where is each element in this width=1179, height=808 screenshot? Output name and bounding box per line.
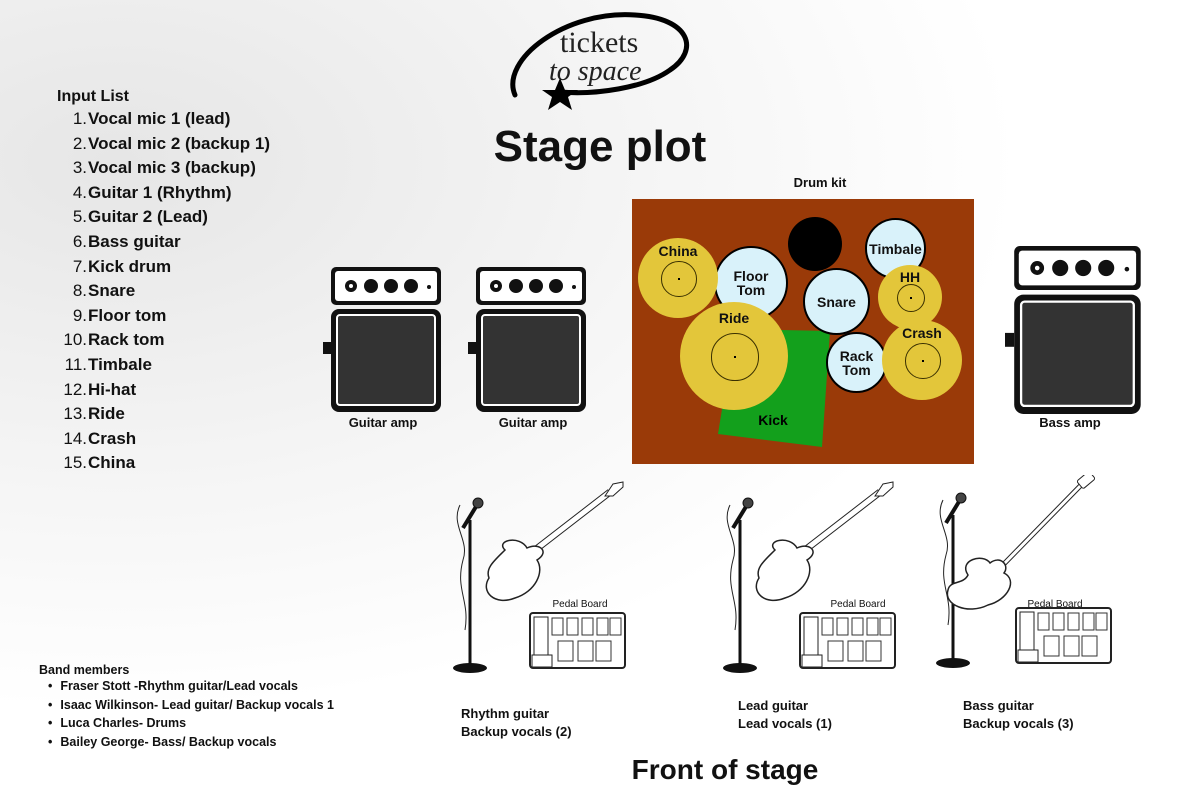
input-label: Vocal mic 3 (backup) xyxy=(88,158,256,178)
crash-cymbal: Crash xyxy=(882,320,962,400)
input-label: Guitar 1 (Rhythm) xyxy=(88,182,232,202)
pedal-board-label: Pedal Board xyxy=(552,599,608,610)
snare: Snare xyxy=(803,268,870,335)
hh-label: HH xyxy=(899,269,921,286)
hi-hat: HH xyxy=(878,265,942,329)
input-number: 6. xyxy=(72,231,87,251)
rhythm-guitar-position xyxy=(445,480,635,675)
svg-text:to space: to space xyxy=(549,56,642,87)
page-title: Stage plot xyxy=(493,122,707,171)
bass-amp xyxy=(1005,246,1143,414)
input-number: 14. xyxy=(63,428,87,448)
input-list-item: 1.Vocal mic 1 (lead) xyxy=(57,109,270,134)
lead-guitar-position xyxy=(715,480,905,675)
role-line: Bass guitar xyxy=(963,698,1034,713)
pedal-board-label: Pedal Board xyxy=(1027,599,1083,610)
input-list-item: 12.Hi-hat xyxy=(57,380,270,405)
input-number: 4. xyxy=(72,182,87,202)
input-label: Snare xyxy=(88,281,136,301)
band-member: Luca Charles- Drums xyxy=(48,716,334,735)
input-number: 2. xyxy=(72,133,87,153)
floor-tom-label: Floor Tom xyxy=(733,268,769,298)
svg-text:tickets: tickets xyxy=(560,26,638,59)
input-label: Kick drum xyxy=(88,256,172,276)
role-line: Backup vocals (3) xyxy=(963,716,1074,731)
input-list-item: 9.Floor tom xyxy=(57,306,270,331)
role-line: Rhythm guitar xyxy=(461,706,550,721)
input-label: Guitar 2 (Lead) xyxy=(88,207,208,227)
input-number: 5. xyxy=(72,207,87,227)
bass-guitar-position xyxy=(928,471,1118,675)
input-list-item: 7.Kick drum xyxy=(57,257,270,282)
band-members-heading: Band members xyxy=(39,663,130,677)
input-number: 15. xyxy=(63,453,87,473)
role-line: Lead guitar xyxy=(738,698,809,713)
input-list-item: 2.Vocal mic 2 (backup 1) xyxy=(57,134,270,159)
input-number: 3. xyxy=(72,158,87,178)
input-number: 1. xyxy=(72,109,87,128)
input-number: 7. xyxy=(72,256,87,276)
input-list-item: 10.Rack tom xyxy=(57,330,270,355)
input-list-item: 11.Timbale xyxy=(57,355,270,380)
bass-amp-label: Bass amp xyxy=(1039,415,1101,430)
input-list-item: 14.Crash xyxy=(57,429,270,454)
input-list-item: 13.Ride xyxy=(57,404,270,429)
role-line: Backup vocals (2) xyxy=(461,724,572,739)
band-member: Bailey George- Bass/ Backup vocals xyxy=(48,735,334,754)
input-number: 11. xyxy=(64,354,87,374)
snare-label: Snare xyxy=(817,293,856,310)
input-label: Vocal mic 1 (lead) xyxy=(88,109,231,128)
input-number: 10. xyxy=(63,330,87,350)
input-list-item: 6.Bass guitar xyxy=(57,232,270,257)
guitar-amp-1 xyxy=(323,267,443,412)
kick-label: Kick xyxy=(758,412,788,428)
input-label: Floor tom xyxy=(88,305,167,325)
guitar-amp-2 xyxy=(468,267,588,412)
ride-cymbal: Ride xyxy=(680,302,788,410)
timbale-label: Timbale xyxy=(869,240,922,257)
input-label: China xyxy=(88,453,136,473)
drum-kit-label: Drum kit xyxy=(793,175,847,190)
input-list-heading: Input List xyxy=(57,88,129,105)
input-label: Crash xyxy=(88,428,137,448)
input-number: 8. xyxy=(72,281,87,301)
rack-tom-label: Rack Tom xyxy=(839,347,874,378)
input-label: Hi-hat xyxy=(88,379,137,399)
input-label: Vocal mic 2 (backup 1) xyxy=(88,133,271,153)
pedal-board-label: Pedal Board xyxy=(830,599,886,610)
input-label: Bass guitar xyxy=(88,231,181,251)
crash-label: Crash xyxy=(902,325,942,342)
input-label: Timbale xyxy=(88,354,152,374)
input-list-item: 3.Vocal mic 3 (backup) xyxy=(57,158,270,183)
band-member: Fraser Stott -Rhythm guitar/Lead vocals xyxy=(48,679,334,698)
china-label: China xyxy=(658,243,698,260)
tickets-to-space-logo: tickets to space xyxy=(505,0,695,118)
drum-kit-riser: Kick Timbale Floor Tom China Snare HH Ri… xyxy=(632,199,974,464)
input-number: 13. xyxy=(63,404,87,424)
input-label: Ride xyxy=(88,404,125,424)
input-list-item: 8.Snare xyxy=(57,281,270,306)
input-list-item: 4.Guitar 1 (Rhythm) xyxy=(57,183,270,208)
input-number: 12. xyxy=(63,379,87,399)
front-of-stage-label: Front of stage xyxy=(631,754,819,785)
input-list-item: 5.Guitar 2 (Lead) xyxy=(57,207,270,232)
guitar-amp-2-label: Guitar amp xyxy=(498,415,568,430)
china-cymbal: China xyxy=(638,238,718,318)
role-line: Lead vocals (1) xyxy=(738,716,832,731)
input-list: Input List 1.Vocal mic 1 (lead)2.Vocal m… xyxy=(57,88,270,478)
rack-tom: Rack Tom xyxy=(826,332,887,393)
guitar-amp-1-label: Guitar amp xyxy=(348,415,418,430)
band-members: Band members Fraser Stott -Rhythm guitar… xyxy=(39,663,334,753)
ride-label: Ride xyxy=(718,309,750,326)
band-member: Isaac Wilkinson- Lead guitar/ Backup voc… xyxy=(48,698,334,717)
drum-throne xyxy=(788,217,842,271)
input-list-item: 15.China xyxy=(57,453,270,478)
input-label: Rack tom xyxy=(88,330,165,350)
input-number: 9. xyxy=(72,305,87,325)
